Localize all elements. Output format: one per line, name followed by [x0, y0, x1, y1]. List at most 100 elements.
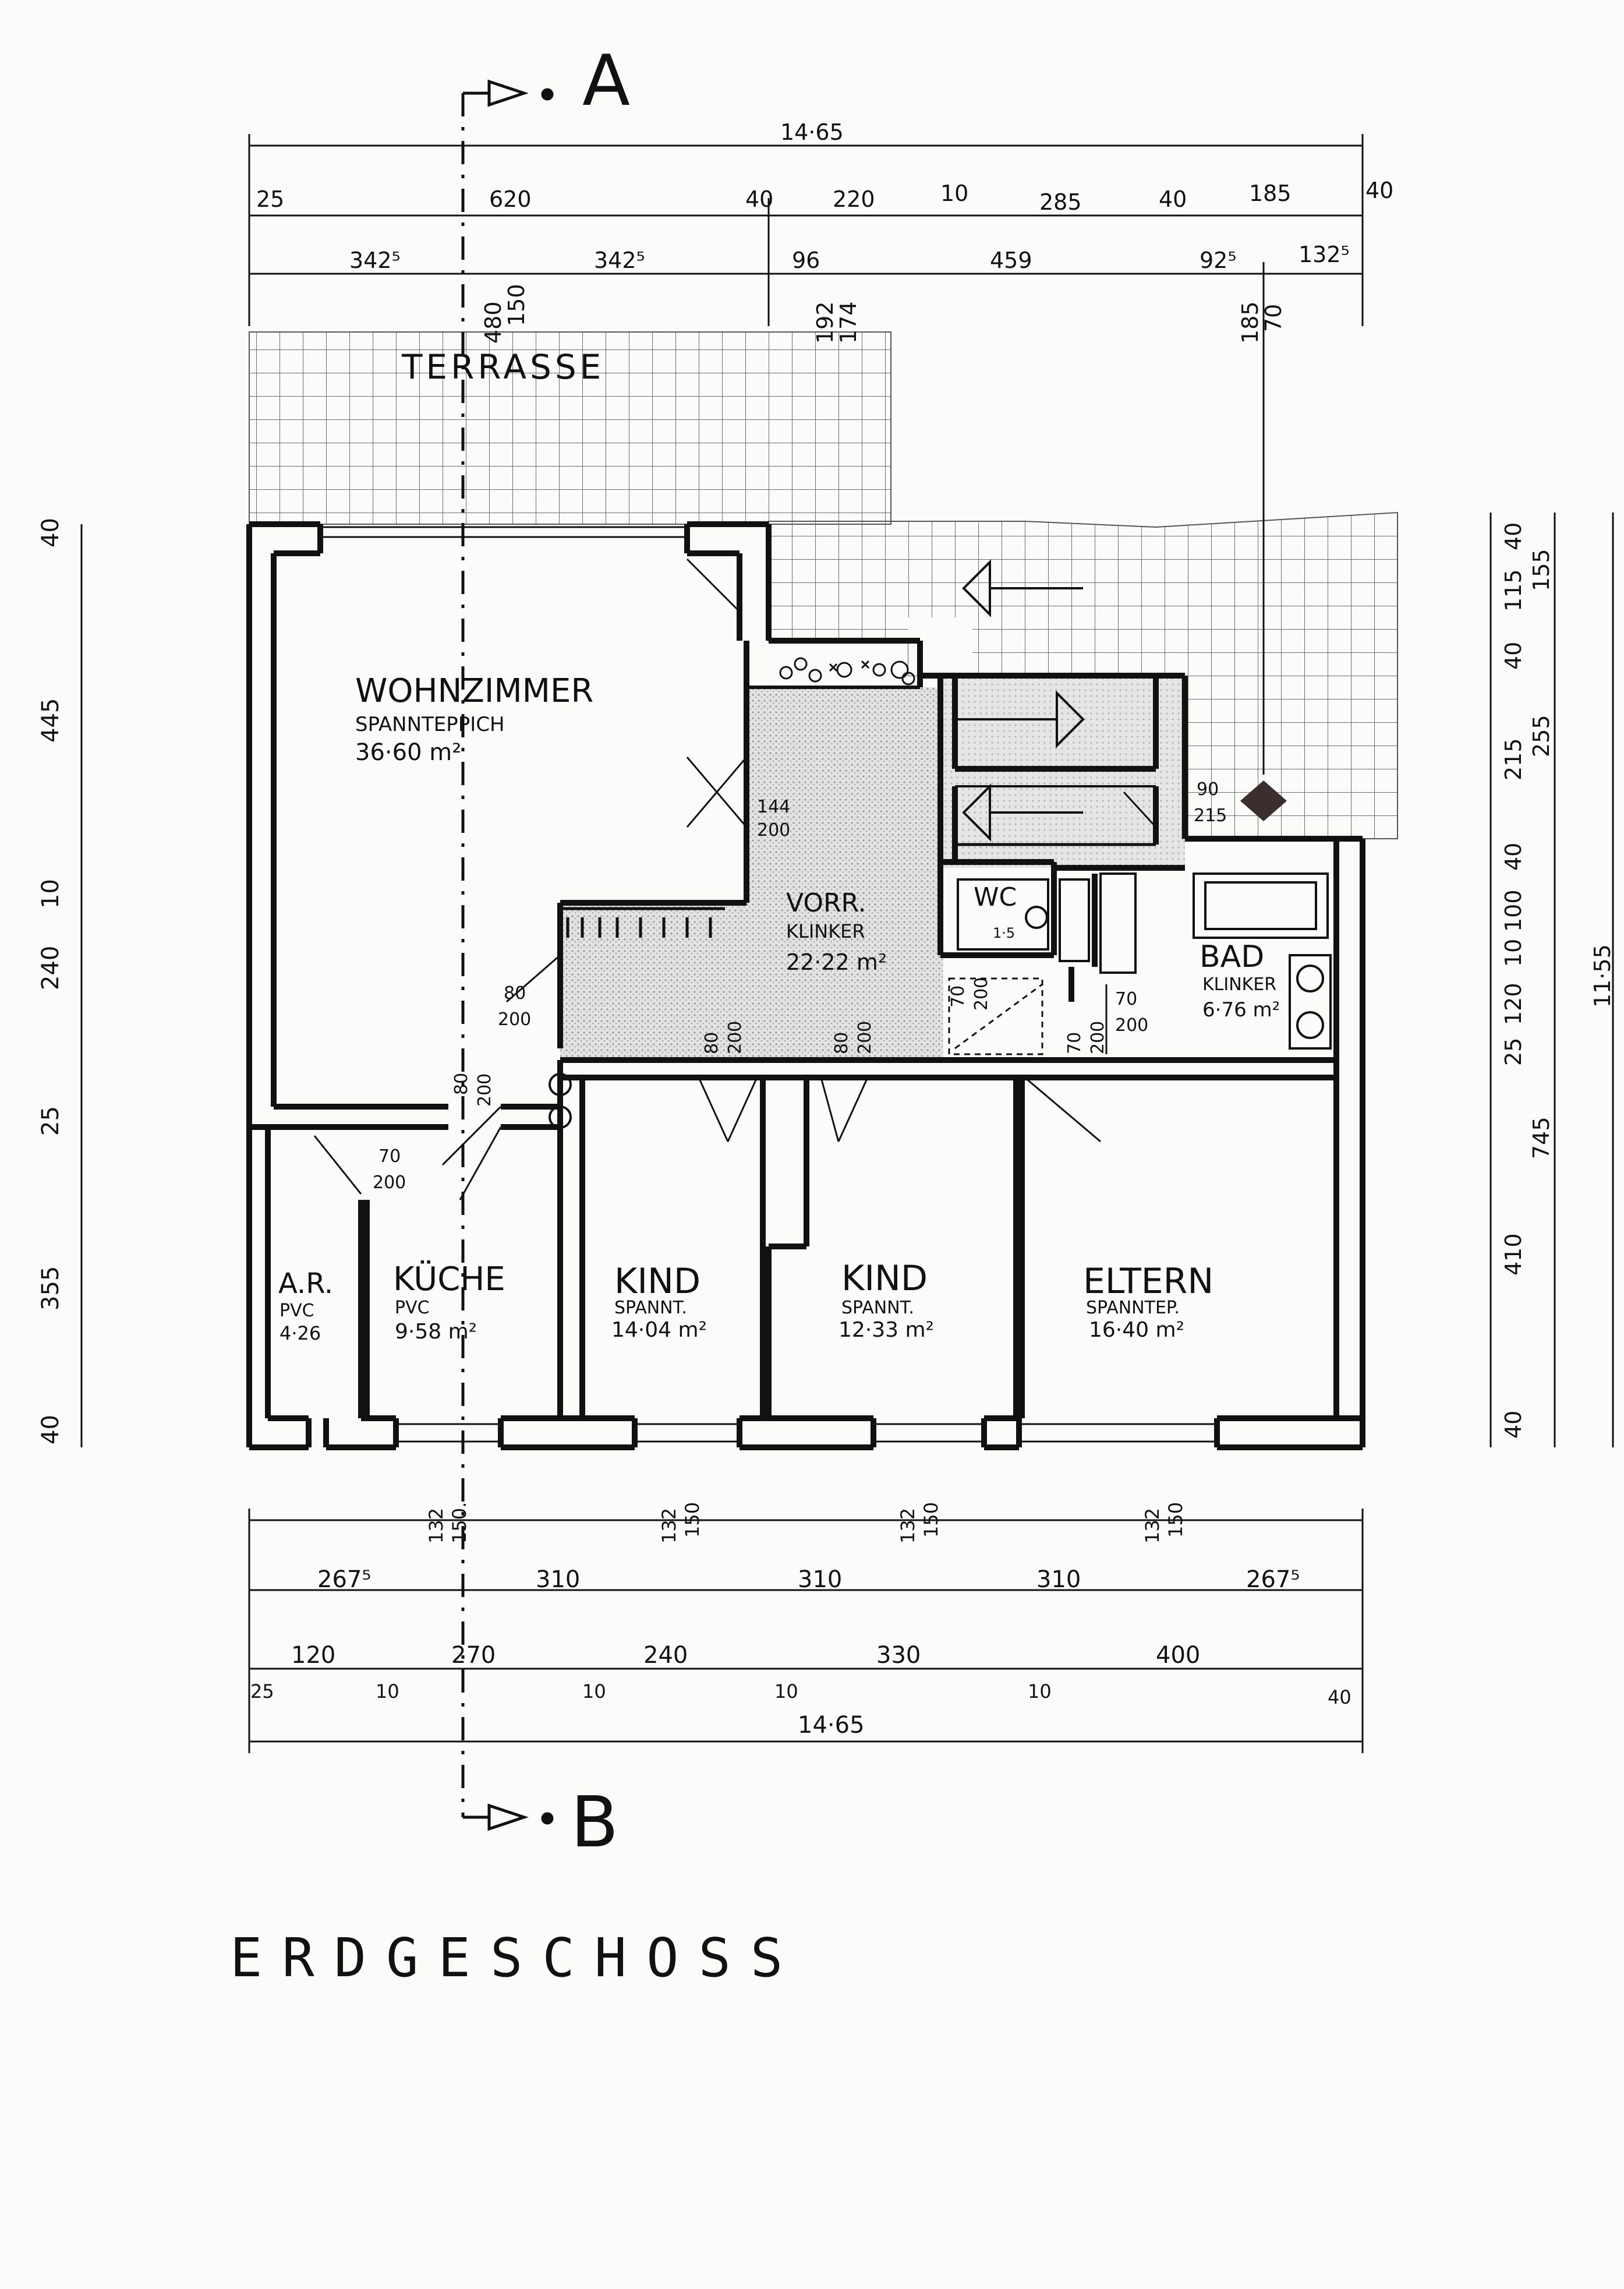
dim-left: 10: [37, 879, 64, 909]
bad-area: 6·76 m²: [1202, 998, 1280, 1022]
dim-left: 40: [37, 1415, 64, 1444]
kind2-floor: SPANNT.: [841, 1298, 914, 1318]
door-swings: [313, 558, 1157, 1200]
door-wohn-w: 80: [504, 983, 526, 1004]
dim-left: 25: [37, 1106, 64, 1136]
door-ar-h: 200: [373, 1172, 406, 1193]
dim-bot-small: 25: [250, 1680, 274, 1702]
dim-right-inner: 410: [1501, 1233, 1526, 1276]
dim-right-inner: 40: [1501, 1411, 1526, 1439]
dim-right-inner: 40: [1501, 843, 1526, 871]
dims-top-labels: 14·65 25 620 40 220 10 285 40 185 40 342…: [256, 119, 1393, 344]
meter-icon: [549, 1105, 572, 1129]
wc-area: 1·5: [993, 925, 1015, 941]
eltern-area: 16·40 m²: [1089, 1318, 1184, 1342]
dim-top-r1: 40: [745, 186, 773, 212]
dim-left: 445: [37, 698, 64, 743]
door-stair-w: 90: [1197, 779, 1219, 800]
dim-bot-win: 150: [681, 1502, 703, 1538]
dim-top-r1: 620: [489, 186, 532, 212]
dim-top-v: 174: [836, 301, 861, 344]
toilet-icon: [1025, 906, 1048, 929]
door-wohn-h: 200: [498, 1009, 531, 1030]
door-kueche-h: 200: [475, 1073, 495, 1107]
dim-top-v: 185: [1237, 301, 1263, 344]
dim-right-outer: 745: [1529, 1117, 1554, 1159]
meter-icon: [549, 1073, 572, 1096]
dims-right-labels: 40 115 40 215 40 100 10 120 25 410 40 15…: [1501, 522, 1615, 1439]
dim-top-r1: 220: [833, 186, 875, 212]
door-stair-h: 215: [1194, 806, 1227, 826]
abstellraum-name: A.R.: [278, 1267, 333, 1300]
dim-bot-r1: 310: [1036, 1566, 1081, 1593]
kind2-name: KIND: [841, 1258, 928, 1299]
kueche-floor: PVC: [395, 1298, 430, 1318]
dim-bot-win: 150: [920, 1502, 942, 1538]
dims-left-labels: 40 445 10 240 25 355 40: [37, 518, 64, 1444]
dim-top-r1: 40: [1365, 178, 1393, 203]
dim-top-r2: 342⁵: [349, 248, 401, 273]
dim-right-outer: 255: [1529, 715, 1554, 757]
eltern-floor: SPANNTEP.: [1086, 1298, 1180, 1318]
dim-bot-r2: 270: [451, 1642, 496, 1669]
wohnzimmer-name: WOHNZIMMER: [355, 672, 593, 710]
dim-bot-r2: 240: [643, 1642, 688, 1669]
dim-bot-win: 132: [1141, 1508, 1163, 1543]
dim-bot-win: 132: [658, 1508, 680, 1543]
door-kind1-h: 200: [725, 1021, 745, 1054]
section-mark-b: B: [571, 1782, 619, 1863]
dim-bot-r2: 400: [1156, 1642, 1200, 1669]
dim-right-outer: 11·55: [1590, 944, 1615, 1008]
stair-arrows: [955, 559, 1085, 842]
door-wc-w: 70: [948, 985, 968, 1008]
kitchen-counter: [549, 907, 725, 1129]
kind2-area: 12·33 m²: [838, 1318, 934, 1342]
door-eltern-h: 200: [1088, 1021, 1108, 1054]
dim-top-r2: 459: [990, 248, 1032, 273]
dim-bot-small: 10: [376, 1680, 399, 1702]
abstellraum-floor: PVC: [279, 1301, 314, 1321]
dim-bot-r1: 267⁵: [1246, 1566, 1300, 1593]
door-wc-h: 200: [971, 977, 992, 1011]
dim-top-r1: 40: [1159, 186, 1187, 212]
vorraum-area: 22·22 m²: [786, 949, 887, 975]
terrasse-label: TERRASSE: [401, 347, 604, 387]
dim-top-v: 70: [1261, 304, 1286, 332]
kind1-name: KIND: [614, 1261, 700, 1302]
wc-name: WC: [974, 882, 1017, 912]
dim-top-r1: 25: [256, 186, 284, 212]
eltern-name: ELTERN: [1083, 1261, 1213, 1302]
dim-bot-win: 132: [897, 1508, 919, 1543]
sanitary-fixtures: [957, 872, 1332, 1050]
dim-right-inner: 115: [1501, 569, 1526, 612]
door-kind2-h: 200: [855, 1021, 875, 1054]
door-kueche-w: 80: [451, 1073, 472, 1095]
dim-bot-r2: 120: [291, 1642, 335, 1669]
dim-right-inner: 10: [1501, 939, 1526, 967]
kueche-area: 9·58 m²: [395, 1320, 477, 1344]
dims-bottom-labels: 267⁵ 310 310 310 267⁵ 120 270 240 330 40…: [250, 1502, 1351, 1739]
room-labels: TERRASSE WOHNZIMMER SPANNTEPPICH 36·60 m…: [278, 347, 1280, 1344]
door-kind1-w: 80: [702, 1032, 722, 1054]
entrance-arrow-icon: [1240, 780, 1287, 821]
planter-flowers-icon: [779, 657, 915, 686]
door-entry-h: 200: [757, 820, 790, 840]
dim-bot-small: 10: [1028, 1680, 1052, 1702]
vorraum-floor: KLINKER: [786, 920, 865, 942]
door-kind2-w: 80: [832, 1032, 852, 1054]
dim-right-inner: 215: [1501, 738, 1526, 780]
kueche-name: KÜCHE: [393, 1260, 505, 1298]
section-mark-a: A: [582, 41, 631, 122]
vorraum-floor: [560, 687, 943, 1060]
dim-top-r1: 10: [940, 181, 968, 206]
dim-top-r1: 185: [1249, 181, 1292, 206]
bad-floor: KLINKER: [1202, 974, 1276, 995]
kind1-floor: SPANNT.: [614, 1298, 687, 1318]
dim-top-r2: 132⁵: [1299, 242, 1350, 267]
dim-bot-r1: 310: [536, 1566, 580, 1593]
dim-top-overall: 14·65: [780, 119, 844, 145]
door-eltern-w: 70: [1064, 1032, 1085, 1054]
windows: [396, 1423, 1217, 1443]
